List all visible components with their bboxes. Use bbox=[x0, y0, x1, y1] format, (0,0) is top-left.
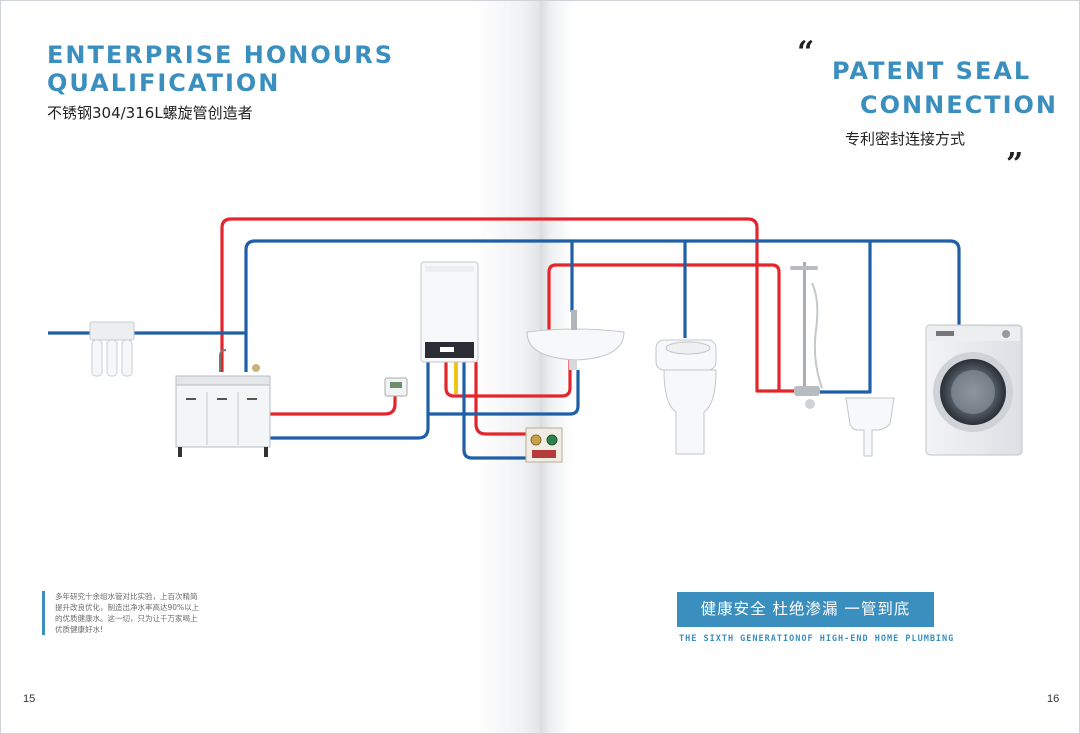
quote-close-mark: ” bbox=[1006, 147, 1024, 182]
cold-pipe-cabinet bbox=[262, 362, 430, 440]
cold-pipe-main-loop bbox=[244, 239, 961, 372]
wash-basin-icon bbox=[526, 310, 625, 370]
cold-pipe-drop-shower bbox=[820, 241, 872, 394]
left-title-line2: QUALIFICATION bbox=[47, 69, 281, 97]
hot-pipe-cabinet bbox=[270, 393, 397, 416]
left-title-line1: ENTERPRISE HONOURS bbox=[47, 41, 394, 69]
right-title-line2: CONNECTION bbox=[860, 91, 1058, 119]
shower-icon bbox=[790, 262, 823, 409]
hot-water-pipes bbox=[220, 217, 796, 436]
mop-sink-icon bbox=[845, 397, 895, 457]
quote-open-mark: “ bbox=[797, 35, 815, 70]
description-line-2: 提升改良优化，制造出净水率高达90%以上 bbox=[55, 603, 200, 612]
slogan-english: THE SIXTH GENERATIONOF HIGH-END HOME PLU… bbox=[679, 634, 955, 644]
cold-pipe-boiler-manifold bbox=[462, 362, 526, 460]
hot-pipe-basin-loop bbox=[547, 263, 781, 391]
water-manifold-icon bbox=[525, 427, 563, 463]
washing-machine-icon bbox=[925, 324, 1023, 456]
hot-pipe-boiler-manifold bbox=[474, 362, 526, 436]
right-title-line1: PATENT SEAL bbox=[832, 57, 1032, 85]
wall-boiler-icon bbox=[420, 261, 479, 363]
description-line-4: 优质健康好水! bbox=[55, 625, 104, 634]
hot-pipe-main-loop bbox=[220, 217, 796, 393]
description-line-1: 多年研究十余组水管对比实验，上百次精简 bbox=[55, 592, 198, 601]
thermostat-icon bbox=[384, 377, 408, 397]
slogan-banner: 健康安全 杜绝渗漏 一管到底 bbox=[677, 592, 934, 627]
page-number-left: 15 bbox=[23, 693, 36, 705]
cold-water-pipes bbox=[48, 239, 961, 460]
description-line-3: 的优质健康水。这一切，只为让千万家喝上 bbox=[55, 614, 198, 623]
right-subtitle: 专利密封连接方式 bbox=[845, 130, 966, 148]
left-subtitle: 不锈钢304/316L螺旋管创造者 bbox=[47, 104, 253, 122]
hot-pipe-boiler-basin bbox=[444, 360, 572, 398]
toilet-icon bbox=[655, 339, 717, 455]
left-page bbox=[0, 0, 540, 734]
kitchen-cabinet-icon bbox=[175, 349, 271, 457]
cold-pipe-boiler-basin bbox=[428, 370, 580, 416]
water-purifier-icon bbox=[89, 321, 135, 377]
description-block: 多年研究十余组水管对比实验，上百次精简 提升改良优化，制造出净水率高达90%以上… bbox=[42, 591, 255, 635]
page-number-right: 16 bbox=[1047, 693, 1060, 705]
